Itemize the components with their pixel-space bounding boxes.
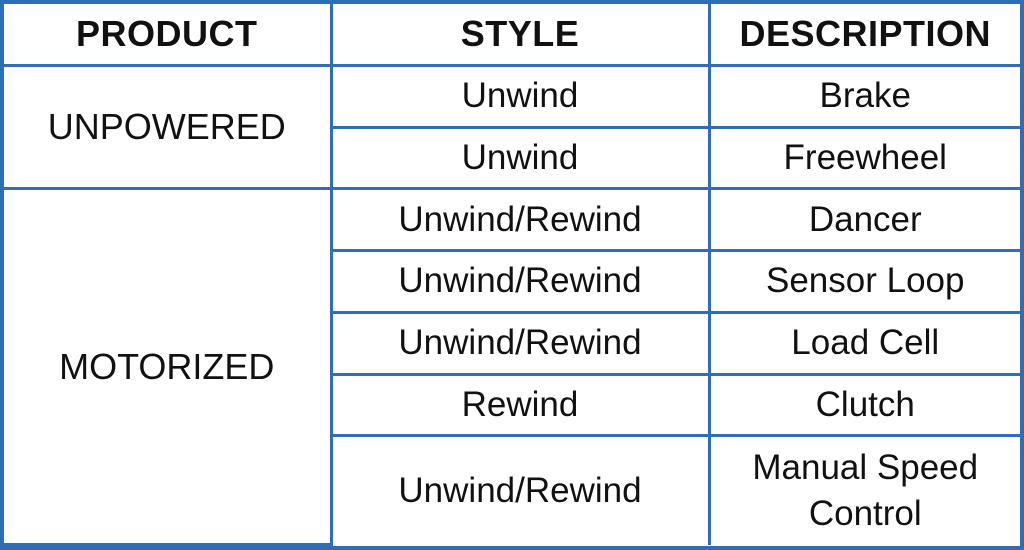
description-cell: Manual Speed Control [707,434,1020,545]
table-row: Unwind/Rewind Sensor Loop [4,249,1020,314]
product-style-table: PRODUCT STYLE DESCRIPTION UNPOWERED Unwi… [4,4,1020,546]
description-cell: Dancer [707,187,1020,253]
table-row: Unwind/Rewind Load Cell [4,310,1020,376]
description-cell: Clutch [707,372,1020,438]
description-cell: Sensor Loop [707,249,1020,314]
table-row: Unwind/Rewind Manual Speed Control [4,434,1020,545]
header-description: DESCRIPTION [707,4,1020,67]
style-cell: Unwind/Rewind [331,249,711,314]
table-row: Unwind Freewheel [4,125,1020,191]
table-row: UNPOWERED Unwind Brake [4,63,1020,191]
style-cell: Unwind/Rewind [331,310,711,376]
product-cell-unpowered: UNPOWERED [4,63,333,191]
style-cell: Rewind [331,372,711,438]
style-cell: Unwind/Rewind [331,434,711,545]
header-product: PRODUCT [4,4,333,67]
description-cell: Freewheel [707,125,1020,191]
style-cell: Unwind [329,64,711,129]
table-row: MOTORIZED Unwind/Rewind Dancer [4,187,1020,546]
description-cell: Brake [707,64,1020,129]
header-style: STYLE [329,4,711,67]
table-header-row: PRODUCT STYLE DESCRIPTION [4,4,1020,67]
table-row: Rewind Clutch [4,372,1020,438]
description-cell: Load Cell [707,310,1020,376]
product-cell-motorized: MOTORIZED [4,187,333,546]
style-cell: Unwind [331,125,711,191]
style-cell: Unwind/Rewind [329,187,711,253]
